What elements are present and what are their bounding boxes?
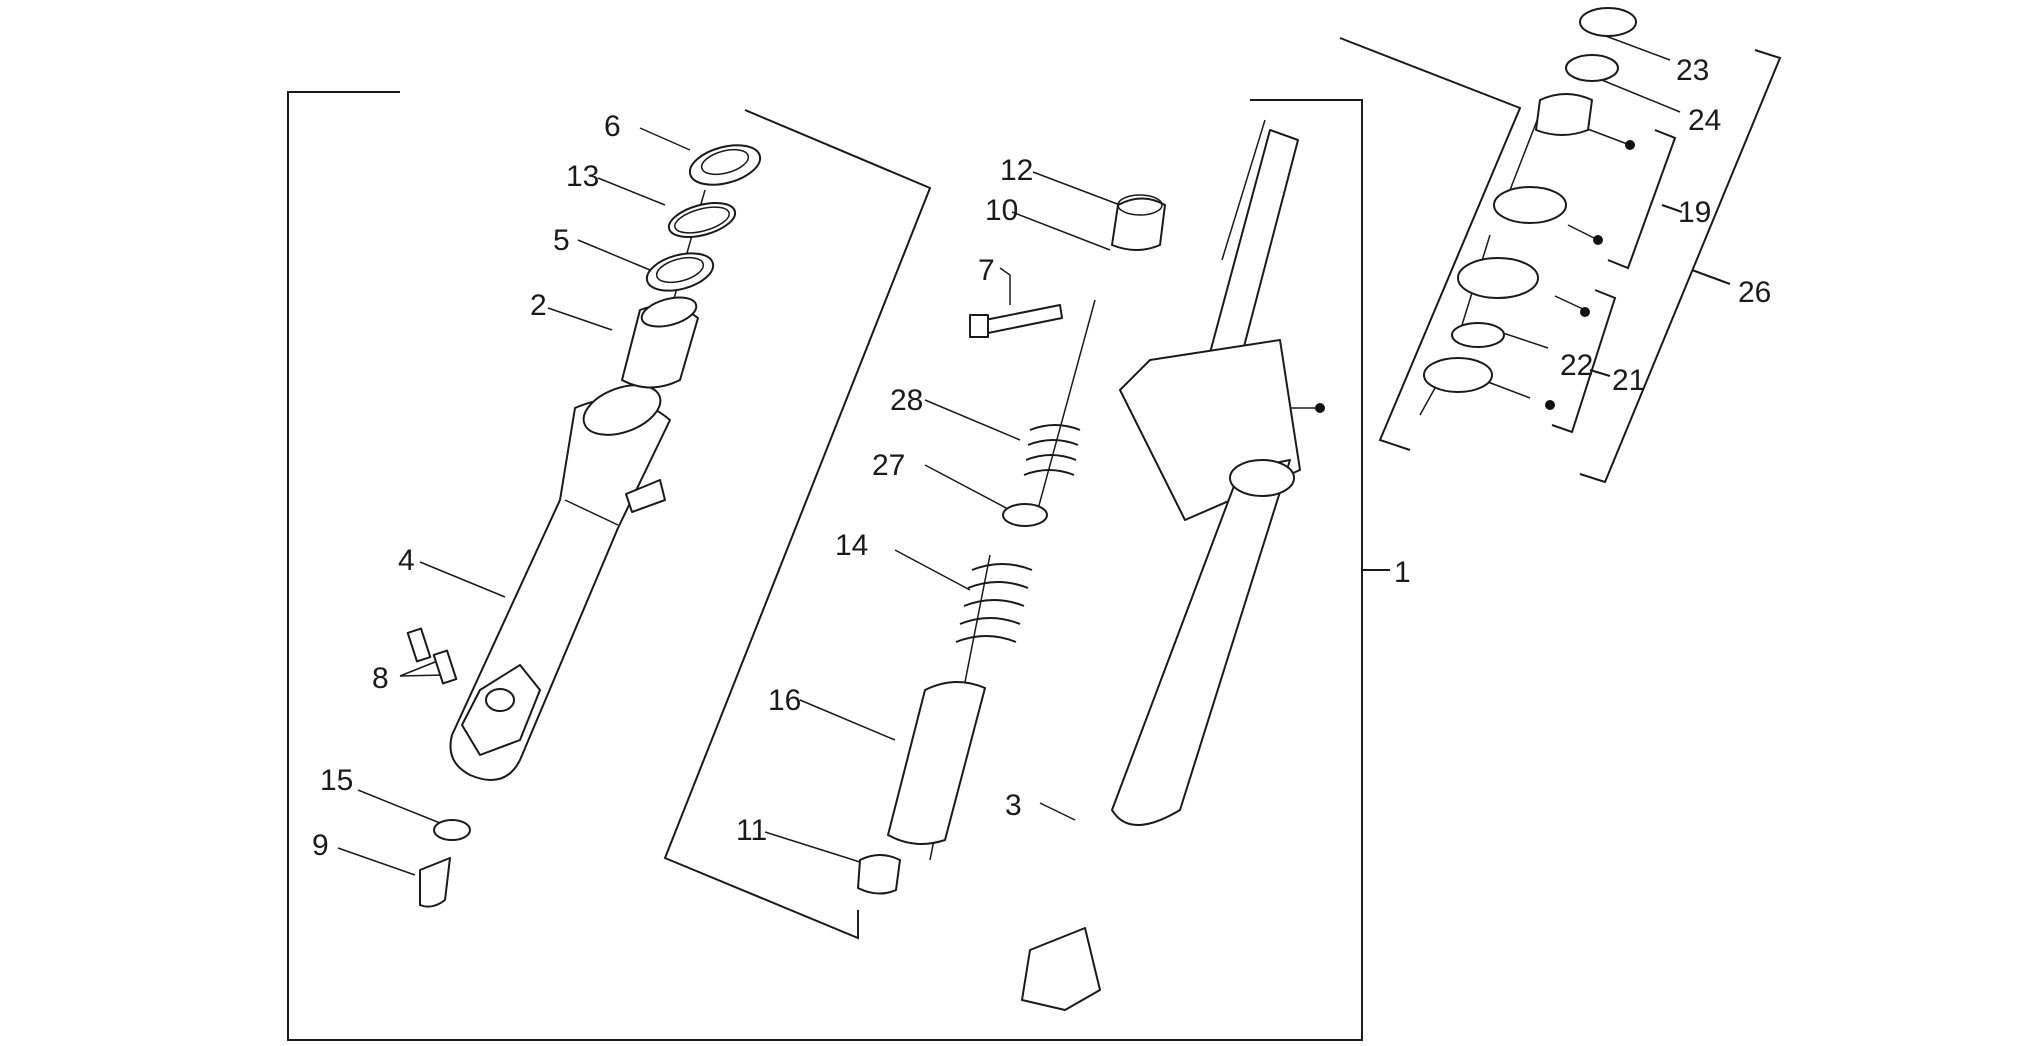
bracket-19: [1607, 129, 1677, 270]
frame-item-1: [287, 91, 1363, 1041]
callout-10: 10: [985, 194, 1018, 227]
nut-12: [1111, 194, 1166, 251]
bracket-lines: [287, 37, 1782, 1041]
callout-9: 9: [312, 829, 329, 862]
bolt-7: [969, 304, 1063, 338]
cup-upper: [1457, 257, 1539, 299]
bushing-2: [621, 296, 699, 389]
center-lines: [644, 99, 1546, 861]
callout-19: 19: [1678, 196, 1711, 229]
ring-13: [667, 202, 737, 238]
fork-right: [1021, 129, 1301, 1011]
fork-leg-left: [449, 384, 671, 781]
callout-16: 16: [768, 684, 801, 717]
bushing-11: [857, 854, 901, 895]
callout-22: 22: [1560, 349, 1593, 382]
washer-15: [433, 819, 471, 841]
callout-26: 26: [1738, 276, 1771, 309]
bolts-8: [406, 627, 458, 685]
callout-23: 23: [1676, 54, 1709, 87]
bracket-26: [1579, 49, 1782, 484]
callout-6: 6: [604, 110, 621, 143]
tube-16: [887, 680, 986, 845]
screw-9: [419, 857, 451, 908]
callout-7: 7: [978, 254, 995, 287]
callout-14: 14: [835, 529, 868, 562]
callout-labels: 1 2 3 4 5 6 7 8 9 10 11 12 13 14 15 16 1…: [312, 54, 1771, 862]
washer-27: [1002, 503, 1048, 527]
callout-21: 21: [1612, 364, 1645, 397]
spring-14: [955, 563, 1033, 643]
bearing-upper: [1493, 186, 1567, 224]
washer-24: [1565, 54, 1619, 82]
callout-28: 28: [890, 384, 923, 417]
callout-5: 5: [553, 224, 570, 257]
bracket-21: [1551, 289, 1617, 434]
ring-22: [1451, 322, 1505, 348]
leader-lines: [337, 31, 1681, 876]
callout-8: 8: [372, 662, 389, 695]
callout-12: 12: [1000, 154, 1033, 187]
cap-6: [688, 144, 762, 186]
callout-15: 15: [320, 764, 353, 797]
frame-fork-leg-left: [663, 109, 932, 940]
callout-2: 2: [530, 289, 547, 322]
bearings: [1423, 7, 1637, 393]
ring-nut: [1535, 93, 1593, 136]
callout-1: 1: [1394, 556, 1411, 589]
frame-steering: [1339, 37, 1522, 451]
callout-27: 27: [872, 449, 905, 482]
callout-24: 24: [1688, 104, 1721, 137]
callout-3: 3: [1005, 789, 1022, 822]
callout-13: 13: [566, 160, 599, 193]
callout-4: 4: [398, 544, 415, 577]
seal-5: [645, 252, 715, 292]
nut-23: [1579, 7, 1637, 37]
callout-11: 11: [736, 814, 767, 847]
bearing-lower: [1423, 357, 1493, 393]
spring-28: [1023, 424, 1081, 476]
